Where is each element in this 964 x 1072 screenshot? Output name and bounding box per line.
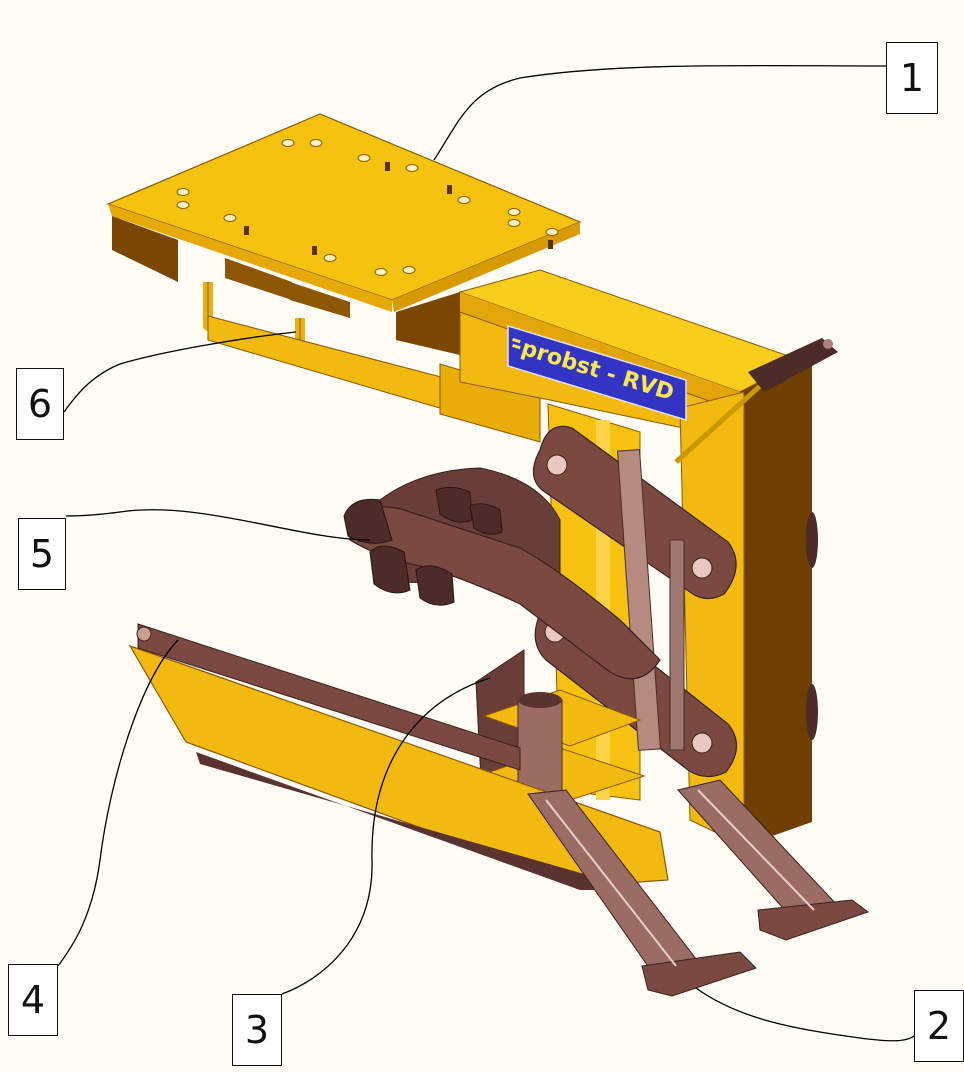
callout-1: 1 [886,42,938,114]
leader-line-6 [63,331,297,413]
plate-holes [176,139,559,276]
callout-2-label: 2 [926,1004,952,1048]
callout-4: 4 [8,964,58,1036]
callout-5: 5 [18,518,66,590]
leader-line-1 [433,64,887,161]
callout-1-label: 1 [899,56,925,100]
leader-line-5 [65,509,371,541]
callout-6: 6 [16,368,64,440]
leader-line-2 [695,987,915,1042]
leader-lines [57,64,915,1042]
callout-3: 3 [232,994,282,1066]
gripper-arm [343,467,661,680]
latch-rod [674,338,838,464]
leader-line-4 [57,639,179,967]
slide-shoe [128,623,669,890]
leader-line-3 [281,677,491,995]
support-legs [527,779,870,997]
callout-2: 2 [914,990,964,1062]
callout-5-label: 5 [29,532,55,576]
mounting-plate [106,113,582,355]
callout-3-label: 3 [244,1008,270,1052]
callout-4-label: 4 [20,978,46,1022]
callout-6-label: 6 [27,382,53,426]
